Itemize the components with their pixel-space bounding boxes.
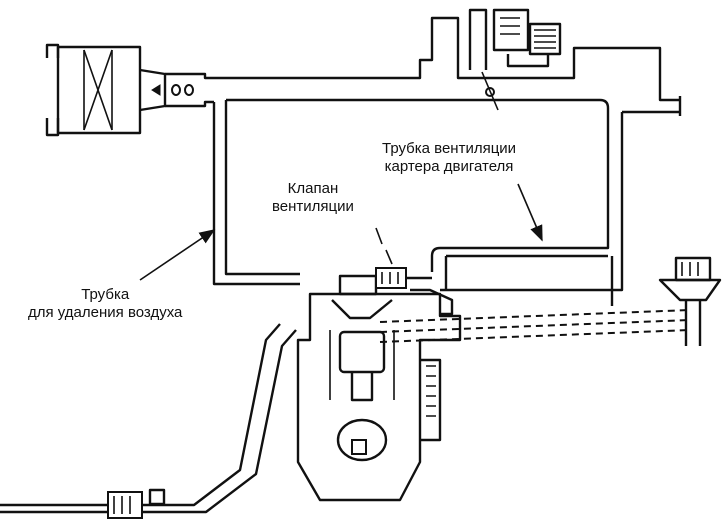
- vacuum-lines: [379, 309, 691, 343]
- air-filter: [45, 43, 167, 137]
- valve-label-line2: вентиляции: [272, 198, 354, 215]
- crankcase-tube-label-line1: Трубка вентиляции: [382, 140, 517, 157]
- engine-block: [296, 288, 462, 502]
- crankcase-tube-label-line2: картера двигателя: [384, 158, 514, 175]
- air-removal-pipe: [0, 323, 297, 519]
- air-removal-tube-arrow: [139, 229, 216, 281]
- breather-pipe: [212, 98, 660, 306]
- crankcase-tube-label: Трубка вентиляции картера двигателя: [382, 140, 516, 176]
- throttle-body: [400, 8, 682, 116]
- air-removal-tube-label: Трубка для удаления воздуха: [28, 286, 182, 322]
- air-removal-tube-label-line2: для удаления воздуха: [28, 304, 183, 321]
- crankcase-tube-arrow: [517, 183, 543, 242]
- valve-label: Клапан вентиляции: [272, 180, 354, 216]
- valve-label-line1: Клапан: [287, 180, 339, 197]
- intake-duct: [151, 72, 400, 108]
- pcv-valve: [338, 227, 432, 296]
- air-removal-tube-label-line1: Трубка: [81, 286, 130, 303]
- injector: [658, 256, 722, 346]
